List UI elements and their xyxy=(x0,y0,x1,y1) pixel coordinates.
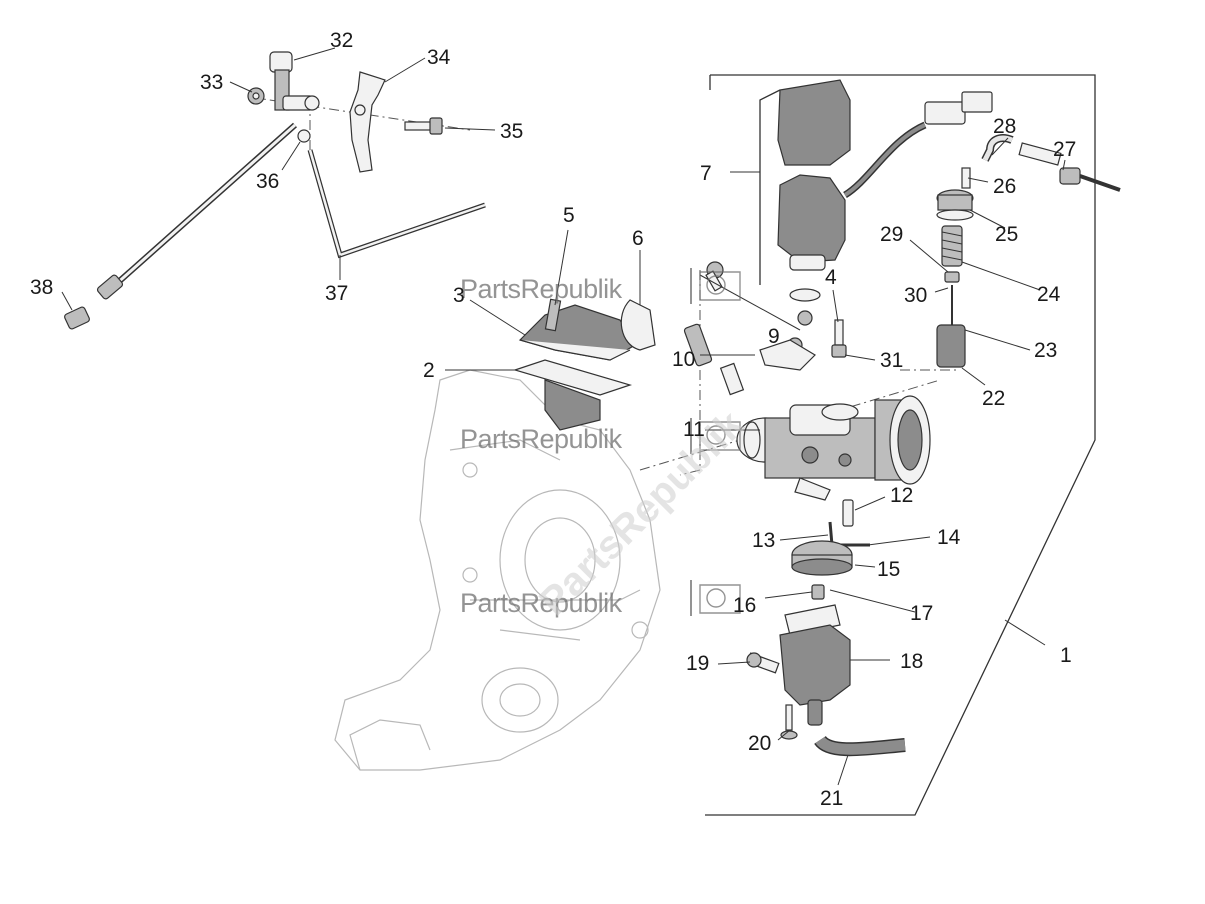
engine-casing-ghost xyxy=(334,369,661,771)
callout-3: 3 xyxy=(453,284,465,307)
part-19-screw xyxy=(746,652,780,674)
callout-21: 21 xyxy=(820,787,843,810)
callout-19: 19 xyxy=(686,652,709,675)
part-6-clamp xyxy=(620,299,656,351)
callout-30: 30 xyxy=(904,284,927,307)
part-15-float xyxy=(791,540,853,576)
watermark-3: PartsRepublik xyxy=(460,580,741,618)
part-3-manifold xyxy=(518,298,636,361)
svg-text:PartsRepublik: PartsRepublik xyxy=(460,424,623,454)
part-27-cable-fitting xyxy=(1018,142,1121,192)
callout-16: 16 xyxy=(733,594,756,617)
callout-25: 25 xyxy=(995,223,1018,246)
assembly-frame xyxy=(705,74,1096,816)
watermark-2: PartsRepublik xyxy=(460,418,741,454)
svg-text:PartsRepublik: PartsRepublik xyxy=(460,588,623,618)
svg-text:PartsRepublik: PartsRepublik xyxy=(460,274,623,304)
callout-34: 34 xyxy=(427,46,451,69)
part-11-carb-body xyxy=(736,395,931,501)
part-35-bolt xyxy=(404,117,443,135)
part-4-screw xyxy=(831,319,847,358)
callout-22: 22 xyxy=(982,387,1005,410)
callout-36: 36 xyxy=(256,170,279,193)
watermark-1: PartsRepublik xyxy=(460,268,741,304)
part-9-cover-screws xyxy=(705,261,816,371)
part-23-slide xyxy=(936,324,966,368)
callout-33: 33 xyxy=(200,71,223,94)
part-16-needle-valve xyxy=(811,584,825,600)
callout-26: 26 xyxy=(993,175,1016,198)
callout-5: 5 xyxy=(563,204,575,227)
part-7-autochoke xyxy=(777,79,993,302)
part-21-hose-fill xyxy=(815,736,906,755)
part-24-spring xyxy=(941,225,963,267)
part-12-jet xyxy=(842,499,854,527)
callout-13: 13 xyxy=(752,529,775,552)
speedo-cable-core xyxy=(114,123,296,287)
part-38-nut xyxy=(64,306,90,330)
callout-24: 24 xyxy=(1037,283,1061,306)
callout-35: 35 xyxy=(500,120,523,143)
callout-23: 23 xyxy=(1034,339,1057,362)
cable-end xyxy=(96,274,124,300)
callout-37: 37 xyxy=(325,282,348,305)
part-18-float-bowl xyxy=(779,624,851,726)
part-34-bracket xyxy=(349,71,386,173)
callout-1: 1 xyxy=(1060,644,1072,667)
part-29-retainer xyxy=(944,271,960,283)
callout-15: 15 xyxy=(877,558,900,581)
callout-38: 38 xyxy=(30,276,53,299)
callout-31: 31 xyxy=(880,349,903,372)
callout-9: 9 xyxy=(768,325,780,348)
callout-29: 29 xyxy=(880,223,903,246)
callout-6: 6 xyxy=(632,227,644,250)
callout-20: 20 xyxy=(748,732,771,755)
callout-7: 7 xyxy=(700,162,712,185)
callout-27: 27 xyxy=(1053,138,1076,161)
part-25-cap xyxy=(936,189,974,221)
callout-10: 10 xyxy=(672,348,695,371)
callout-18: 18 xyxy=(900,650,923,673)
callout-14: 14 xyxy=(937,526,961,549)
part-34-hole xyxy=(354,104,366,116)
part-32-sensor xyxy=(269,51,320,111)
part-20-screw xyxy=(780,704,798,740)
subassembly-7-frame xyxy=(759,89,781,285)
callout-32: 32 xyxy=(330,29,353,52)
part-36-clip xyxy=(297,129,311,143)
callout-12: 12 xyxy=(890,484,913,507)
part-33-nut xyxy=(247,87,265,105)
callout-4: 4 xyxy=(825,266,837,289)
callout-2: 2 xyxy=(423,359,435,382)
part-37-rod-core xyxy=(308,149,486,257)
leader-lines xyxy=(61,47,1066,786)
callout-28: 28 xyxy=(993,115,1016,138)
callout-17: 17 xyxy=(910,602,933,625)
callout-labels: 1 2 3 4 5 6 7 9 10 11 12 13 14 15 16 17 … xyxy=(30,29,1076,810)
part-2-reed-valve xyxy=(512,359,633,431)
callout-11: 11 xyxy=(683,418,705,441)
